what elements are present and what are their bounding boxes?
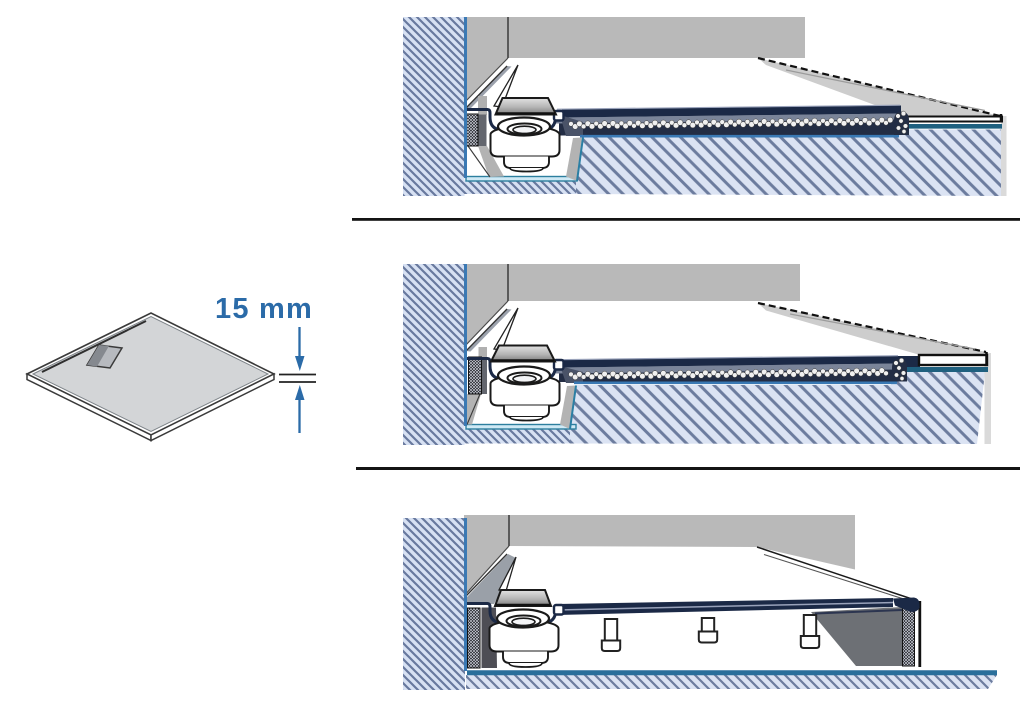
svg-text:15 mm: 15 mm <box>215 293 313 325</box>
